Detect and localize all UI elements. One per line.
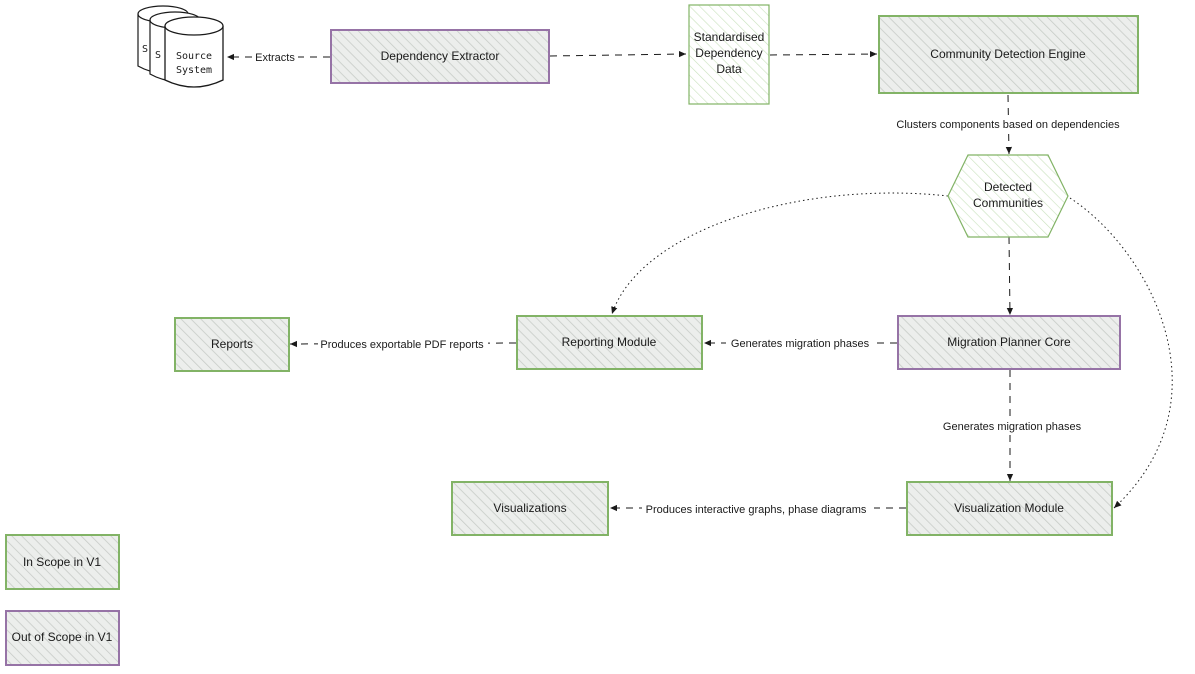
edge-detected-to-reporting: [611, 192, 949, 315]
edge-extracts-label: Extracts: [255, 52, 295, 64]
planner-label: Migration Planner Core: [947, 335, 1071, 349]
node-standardised-data[interactable]: Standardised Dependency Data: [688, 4, 770, 105]
node-reports[interactable]: Reports: [174, 317, 290, 372]
node-visualizations[interactable]: Visualizations: [451, 481, 609, 536]
edge-clusters-label: Clusters components based on dependencie…: [896, 119, 1120, 131]
edge-extractor-to-std-data: [549, 50, 687, 58]
node-detected-communities[interactable]: Detected Communities: [947, 154, 1069, 238]
std-data-line3: Data: [716, 62, 742, 76]
legend-in-scope-label: In Scope in V1: [23, 555, 101, 569]
legend: In Scope in V1 Out of Scope in V1: [5, 534, 120, 666]
node-migration-planner-core[interactable]: Migration Planner Core: [897, 315, 1121, 370]
dependency-extractor-label: Dependency Extractor: [381, 49, 500, 63]
node-community-detection-engine[interactable]: Community Detection Engine: [878, 15, 1139, 94]
source-cylinder-front: Source System: [164, 16, 224, 88]
source-back-char-2: S: [155, 50, 161, 61]
reports-label: Reports: [211, 337, 253, 351]
edge-vis-to-visualizations-label: Produces interactive graphs, phase diagr…: [646, 504, 867, 516]
edge-std-data-to-engine: [769, 50, 878, 58]
edge-detected-to-planner: [1006, 236, 1014, 316]
edge-reporting-to-reports-label-bg: [318, 336, 488, 352]
edge-detected-to-vis: [1069, 197, 1173, 509]
edge-planner-to-vis-label: Generates migration phases: [943, 421, 1082, 433]
node-reporting-module[interactable]: Reporting Module: [516, 315, 703, 370]
edge-extracts-label-bg: [252, 49, 298, 65]
node-dependency-extractor[interactable]: Dependency Extractor: [330, 29, 550, 84]
edge-planner-to-reporting-label: Generates migration phases: [731, 338, 870, 350]
std-data-line1: Standardised: [694, 30, 765, 44]
source-label-line1: Source: [176, 51, 212, 62]
source-back-char-1: S: [142, 44, 148, 55]
legend-out-of-scope: Out of Scope in V1: [5, 610, 120, 666]
std-data-line2: Dependency: [695, 46, 762, 60]
node-source-system[interactable]: S S Source System: [137, 5, 224, 88]
community-engine-label: Community Detection Engine: [930, 47, 1086, 61]
node-visualization-module[interactable]: Visualization Module: [906, 481, 1113, 536]
visualizations-label: Visualizations: [493, 501, 566, 515]
legend-out-of-scope-label: Out of Scope in V1: [12, 630, 113, 644]
edge-planner-to-vis-label-bg: [938, 418, 1086, 434]
source-label-line2: System: [176, 65, 212, 76]
edge-clusters-label-bg: [893, 116, 1123, 132]
reporting-label: Reporting Module: [562, 335, 657, 349]
edge-reporting-to-reports-label: Produces exportable PDF reports: [320, 339, 484, 351]
legend-in-scope: In Scope in V1: [5, 534, 120, 590]
detected-line2: Communities: [973, 196, 1043, 210]
edge-vis-to-visualizations-label-bg: [642, 501, 874, 517]
detected-line1: Detected: [984, 180, 1032, 194]
vis-module-label: Visualization Module: [954, 501, 1064, 515]
edges: Extracts Clusters components based on de…: [227, 49, 1173, 517]
edge-planner-to-reporting-label-bg: [726, 335, 874, 351]
